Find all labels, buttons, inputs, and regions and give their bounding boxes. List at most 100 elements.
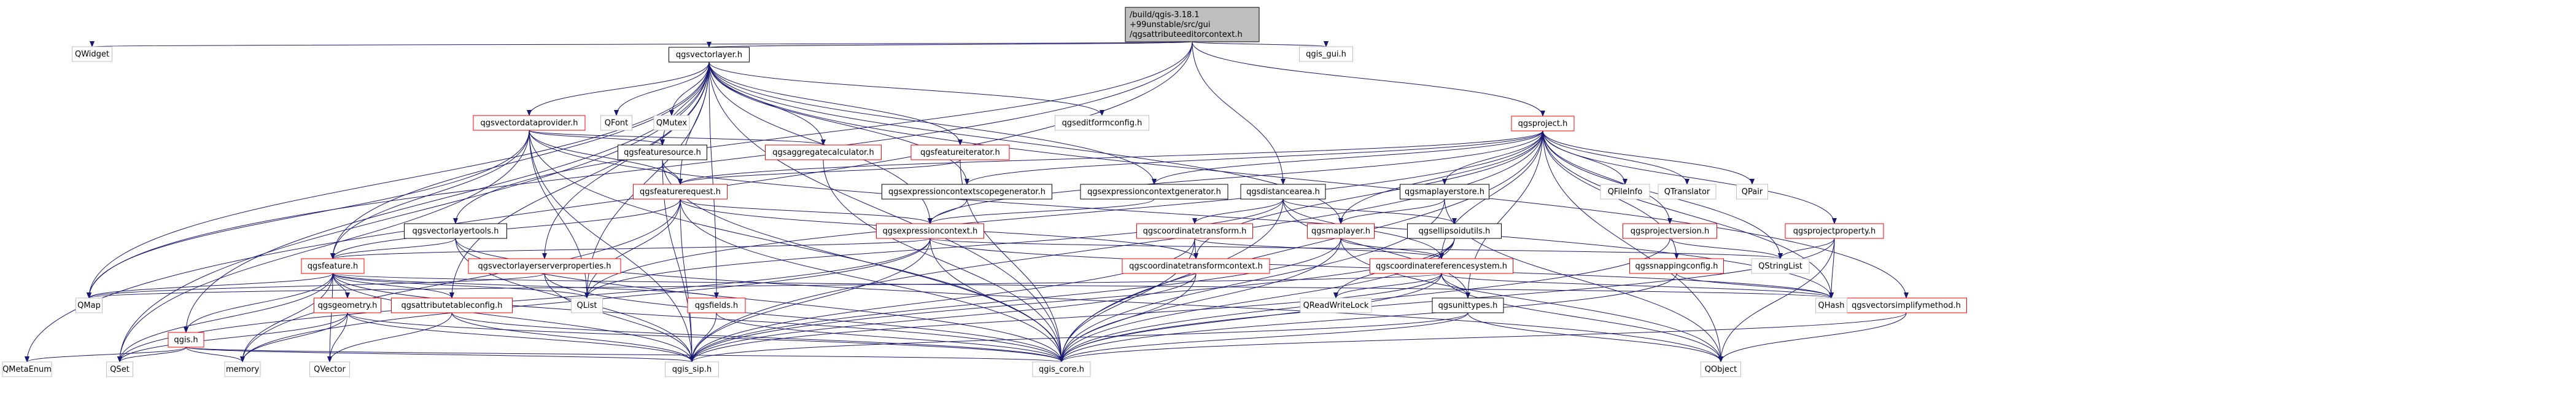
edge-qgsaggregatecalculator-to-qgis_core xyxy=(823,159,1064,363)
edge xyxy=(1718,312,1907,363)
node-qvector: QVector xyxy=(309,361,350,377)
node-box xyxy=(1125,7,1260,42)
node-label: QTranslator xyxy=(1664,187,1710,197)
edge-qgsvectorlayer-to-qgis_h xyxy=(184,61,710,333)
edge xyxy=(330,61,710,259)
edge xyxy=(1338,130,1543,224)
edge-root-to-qwidget xyxy=(91,41,1193,47)
edge xyxy=(184,61,710,333)
edge-qgsdistancearea-to-qgscoordinatetransform xyxy=(1192,198,1284,224)
edge-qgsvectorlayer-to-qgsfeature xyxy=(330,61,710,259)
node-box xyxy=(1701,361,1741,377)
edge xyxy=(1152,130,1543,185)
node-box xyxy=(468,258,621,274)
node-qgsellipsoidutils-h[interactable]: qgsellipsoidutils.h xyxy=(1407,223,1502,239)
node-qgsprojectproperty-h[interactable]: qgsprojectproperty.h xyxy=(1785,223,1884,239)
edge-qgsgeometry-to-qvector xyxy=(327,312,348,363)
node-box xyxy=(1299,46,1353,62)
node-qgsvectorsimplifymethod-h[interactable]: qgsvectorsimplifymethod.h xyxy=(1845,297,1967,313)
node-qgsmaplayer-h[interactable]: qgsmaplayer.h xyxy=(1307,223,1375,239)
edge-qgsvectordataprovider-to-qgsfeaturesource xyxy=(529,130,665,146)
node-label: QMap xyxy=(77,301,101,310)
node-label: QFont xyxy=(605,119,629,128)
node-qgsunittypes-h[interactable]: qgsunittypes.h xyxy=(1432,297,1504,313)
edge xyxy=(1542,130,1755,185)
edge-qgsvectorlayer-to-qgsmaplayer xyxy=(708,61,1343,224)
edge-qgsvectordataprovider-to-qhash xyxy=(529,130,1834,299)
node-qgsexpressioncontextscopegenerator-h[interactable]: qgsexpressioncontextscopegenerator.h xyxy=(882,184,1052,200)
node-qgsfeature-h[interactable]: qgsfeature.h xyxy=(301,258,365,274)
edge-qgis_h-to-memory xyxy=(185,347,245,363)
node-qgsexpressioncontextgenerator-h[interactable]: qgsexpressioncontextgenerator.h xyxy=(1080,184,1228,200)
node-label: qgscoordinatetransformcontext.h xyxy=(1129,262,1263,271)
node-qgsexpressioncontext-h[interactable]: qgsexpressioncontext.h xyxy=(876,223,984,239)
node-qgscoordinatetransformcontext-h[interactable]: qgscoordinatetransformcontext.h xyxy=(1122,258,1270,274)
edge xyxy=(1340,238,1444,259)
edge-qgsvectordataprovider-to-qgsaggregatecalculator xyxy=(529,130,826,146)
node-qgscoordinatereferencesystem-h[interactable]: qgscoordinatereferencesystem.h xyxy=(1370,258,1513,274)
node-qgis-core-h: qgis_core.h xyxy=(1032,361,1091,377)
edge xyxy=(332,273,694,363)
edge-qgsvectordataprovider-to-qgsfeature xyxy=(330,130,530,259)
edge-qgsproject-to-qfileinfo xyxy=(1542,130,1627,185)
node-box xyxy=(1307,223,1375,239)
node-qgsvectordataprovider-h[interactable]: qgsvectordataprovider.h xyxy=(473,115,586,131)
node-qgsfields-h[interactable]: qgsfields.h xyxy=(687,297,746,313)
edge xyxy=(529,130,665,146)
node-label: qgsvectorlayer.h xyxy=(676,50,742,60)
edge xyxy=(1333,273,1442,299)
node-qgsfeaturesource-h[interactable]: qgsfeaturesource.h xyxy=(618,144,707,160)
node-qfont: QFont xyxy=(600,115,632,131)
node-label: QStringList xyxy=(1758,262,1802,271)
node-qgis-h[interactable]: qgis.h xyxy=(168,332,204,348)
edge-qgsfeaturerequest-to-memory xyxy=(240,198,681,363)
node-box xyxy=(600,115,632,131)
edge-qgsproject-to-qlist xyxy=(584,130,1543,299)
node-qgsfeatureiterator-h[interactable]: qgsfeatureiterator.h xyxy=(910,144,1010,160)
edge xyxy=(680,198,694,363)
node-qgssnappingconfig-h[interactable]: qgssnappingconfig.h xyxy=(1629,258,1724,274)
edge xyxy=(1059,273,1677,363)
edge-qgsfeature-to-memory xyxy=(240,273,333,363)
node-qgsgeometry-h[interactable]: qgsgeometry.h xyxy=(314,297,381,313)
edge xyxy=(1192,41,1545,117)
node-qgsdistancearea-h[interactable]: qgsdistancearea.h xyxy=(1240,184,1326,200)
edge xyxy=(689,273,1197,363)
edge xyxy=(928,130,1543,224)
node-qgsfeaturerequest-h[interactable]: qgsfeaturerequest.h xyxy=(633,184,727,200)
node-box xyxy=(1136,223,1253,239)
node-qgsvectorlayer-h[interactable]: qgsvectorlayer.h xyxy=(669,47,750,63)
edge xyxy=(1059,273,1442,363)
node-label: /build/qgis-3.18.1 xyxy=(1130,10,1200,20)
edge xyxy=(1059,130,1543,363)
edge-qgsprojectversion-to-qstringlist xyxy=(1669,238,1783,259)
edge xyxy=(330,130,530,259)
edge xyxy=(708,61,963,146)
node-qgsprojectversion-h[interactable]: qgsprojectversion.h xyxy=(1623,223,1717,239)
node-qgsaggregatecalculator-h[interactable]: qgsaggregatecalculator.h xyxy=(765,144,882,160)
edge xyxy=(689,312,1468,363)
edge-qgscoordinatereferencesystem-to-qhash xyxy=(1441,273,1834,299)
node-label: QMutex xyxy=(656,119,688,128)
edge-root-to-qgsdistancearea xyxy=(1192,41,1286,185)
edge-qgsfields-to-qgis_core xyxy=(716,312,1064,363)
node-label: qgsexpressioncontextgenerator.h xyxy=(1087,187,1221,197)
node-qgsmaplayerstore-h[interactable]: qgsmaplayerstore.h xyxy=(1400,184,1489,200)
node-qgsvectorlayerserverproperties-h[interactable]: qgsvectorlayerserverproperties.h xyxy=(468,258,621,274)
node-qgsproject-h[interactable]: qgsproject.h xyxy=(1511,116,1575,131)
node-qmap: QMap xyxy=(76,297,103,313)
edge xyxy=(964,130,1543,185)
node-qgscoordinatetransform-h[interactable]: qgscoordinatetransform.h xyxy=(1136,223,1253,239)
edge-qgsvectorlayer-to-qgsexpressioncontextscopegenerator xyxy=(708,61,969,185)
edge-qgsvectordataprovider-to-qmap xyxy=(87,130,530,299)
edge-qgsexpressioncontextscopegenerator-to-qgsexpressioncontext xyxy=(928,198,968,224)
edge xyxy=(185,347,1063,363)
node-qgsattributetableconfig-h[interactable]: qgsattributetableconfig.h xyxy=(391,297,513,313)
node-qgsattributeeditorcontext-h[interactable]: /build/qgis-3.18.1+99unstable/src/gui/qg… xyxy=(1125,7,1260,42)
node-label: qgsvectordataprovider.h xyxy=(481,119,578,128)
edge xyxy=(708,61,719,299)
edge xyxy=(689,273,1442,363)
node-qgsvectorlayertools-h[interactable]: qgsvectorlayertools.h xyxy=(404,223,507,239)
edge-qgsvectorlayer-to-qlist xyxy=(584,61,710,299)
